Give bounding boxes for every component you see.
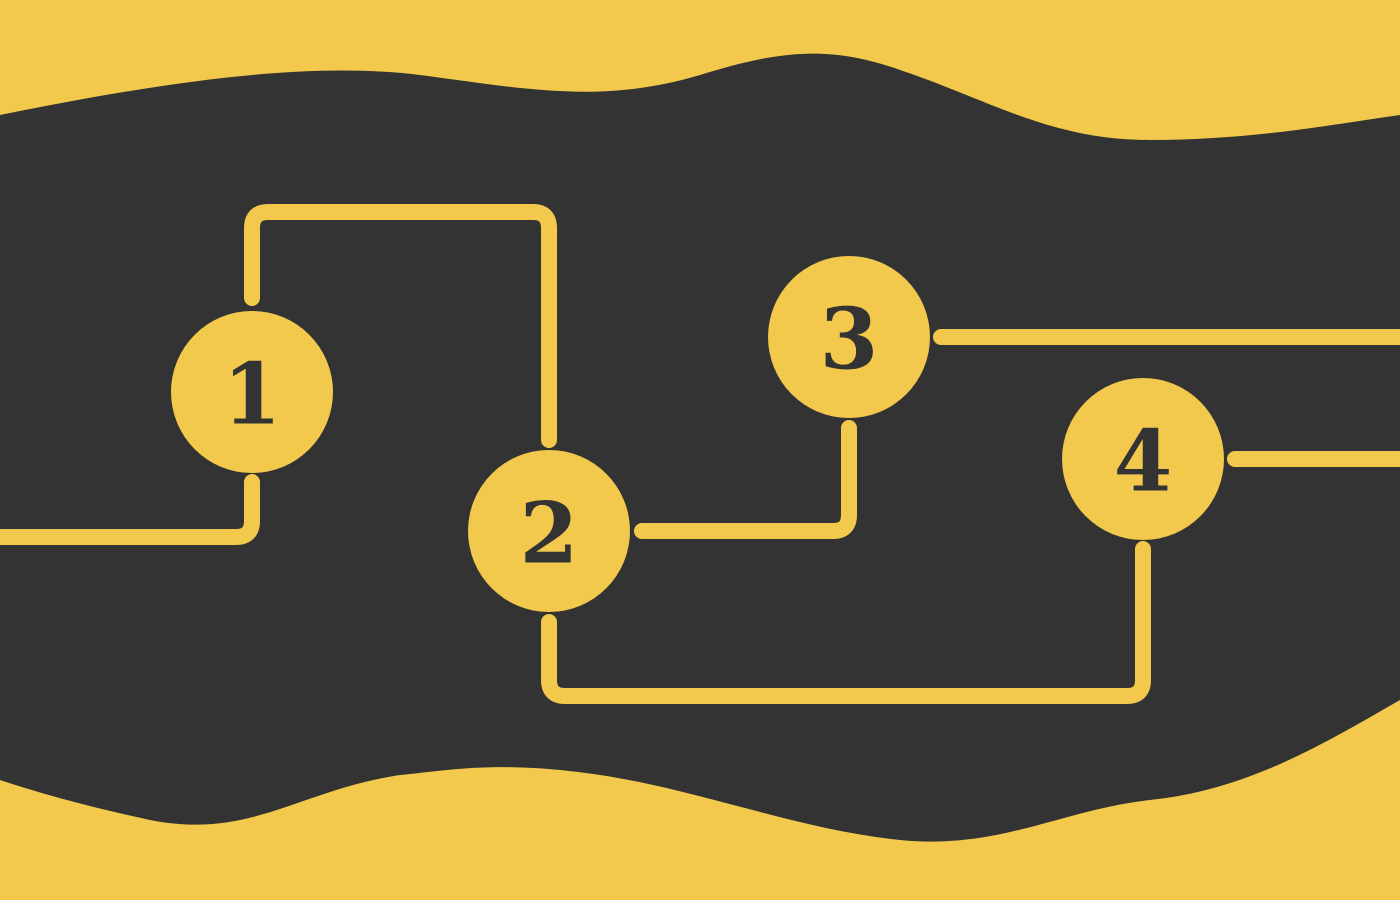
node-1: 1 — [171, 311, 333, 473]
node-3: 3 — [768, 256, 930, 418]
connector-left-to-1 — [0, 474, 260, 545]
node-3-label: 3 — [820, 290, 878, 389]
connector-2-to-3 — [634, 420, 857, 539]
node-2: 2 — [468, 450, 630, 612]
node-1-circle — [171, 311, 333, 473]
node-3-circle — [768, 256, 930, 418]
node-1-label: 1 — [223, 345, 281, 444]
connector-2-to-4 — [541, 541, 1151, 704]
dark-wavy-band — [0, 53, 1400, 842]
connector-1-to-2 — [244, 204, 557, 448]
node-4: 4 — [1062, 378, 1224, 540]
node-2-label: 2 — [520, 484, 578, 583]
node-4-label: 4 — [1114, 412, 1172, 511]
node-4-circle — [1062, 378, 1224, 540]
node-2-circle — [468, 450, 630, 612]
connector-lines — [0, 204, 1400, 704]
